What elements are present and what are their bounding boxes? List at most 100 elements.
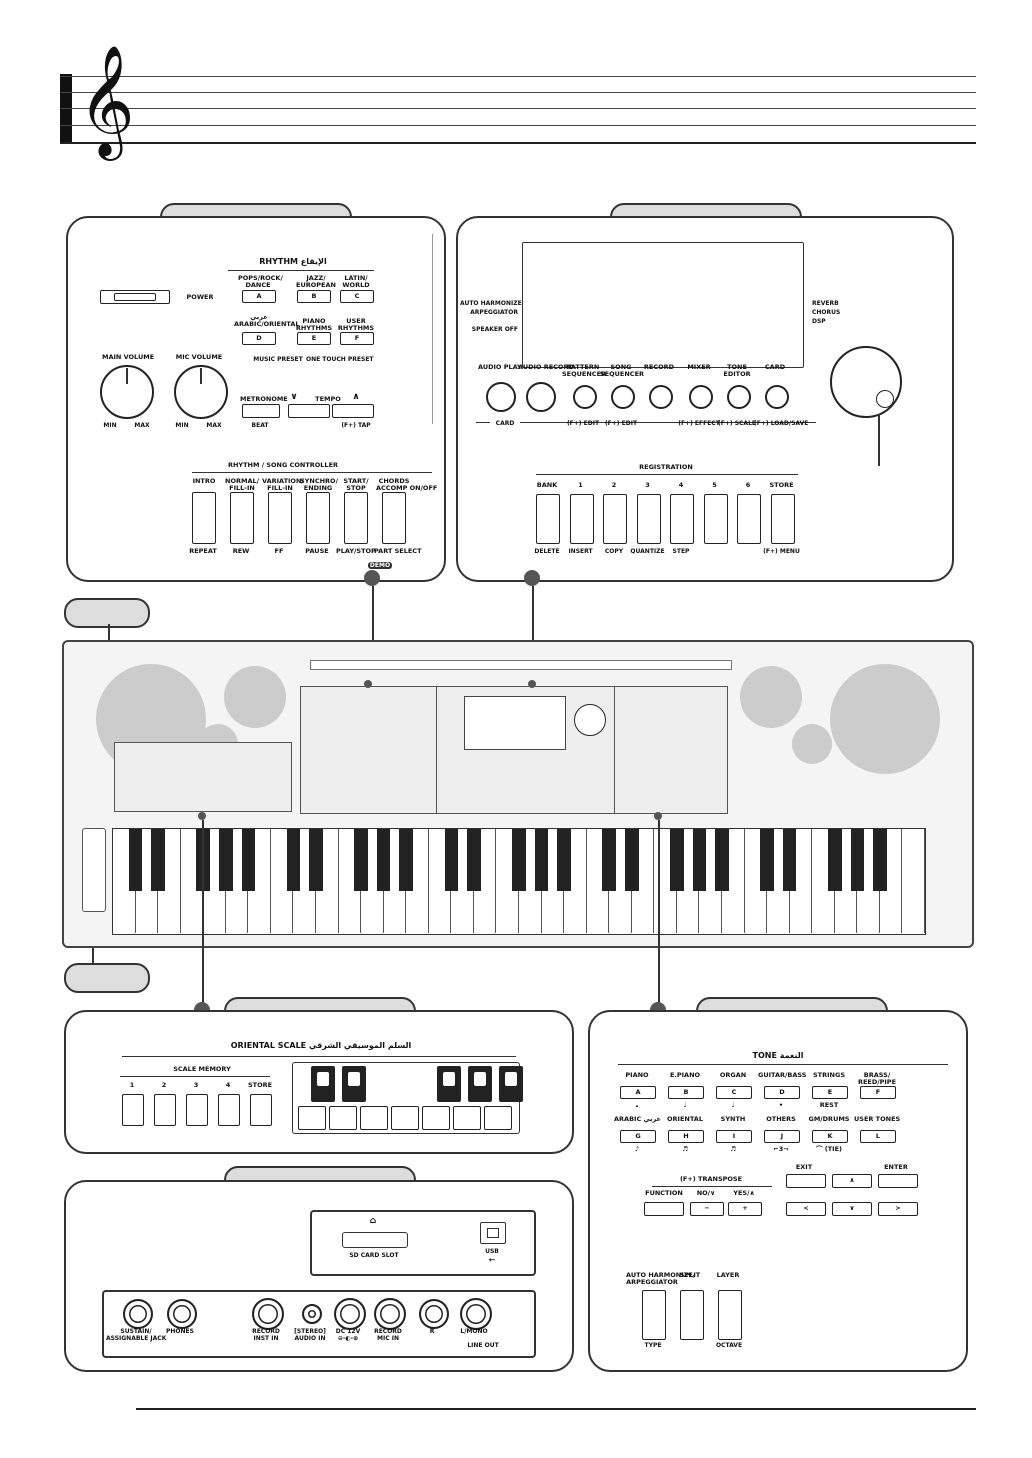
tone-button-g[interactable]: G (620, 1130, 656, 1143)
sequencer-button[interactable] (727, 385, 751, 409)
divider (432, 234, 433, 424)
dial-knob[interactable] (830, 346, 902, 418)
registration-button[interactable] (603, 494, 627, 544)
tone-button-l[interactable]: L (860, 1130, 896, 1143)
controller-button[interactable] (230, 492, 254, 544)
usb-port[interactable] (480, 1222, 506, 1244)
tone-button-d[interactable]: D (764, 1086, 800, 1099)
tempo-down-button[interactable] (288, 404, 330, 418)
controller-button[interactable] (382, 492, 406, 544)
memory-button[interactable] (186, 1094, 208, 1126)
registration-bottom-label: QUANTIZE (630, 548, 665, 555)
tone-button-e[interactable]: E (812, 1086, 848, 1099)
cursor-down-button[interactable]: ∨ (832, 1202, 872, 1216)
no-button[interactable]: − (690, 1202, 724, 1216)
rhythm-button-e[interactable]: E (297, 332, 331, 345)
jack-label: R (429, 1328, 435, 1335)
memory-button[interactable] (122, 1094, 144, 1126)
tone-button-h[interactable]: H (668, 1130, 704, 1143)
sequencer-button[interactable] (526, 382, 556, 412)
oriental-key-button[interactable] (391, 1106, 419, 1130)
tone-button-j[interactable]: J (764, 1130, 800, 1143)
callout-dot (654, 812, 662, 820)
sequencer-sub-label: (F+) EFFECT (678, 420, 720, 427)
jack-socket[interactable] (374, 1298, 406, 1330)
sequencer-button[interactable] (689, 385, 713, 409)
memory-button[interactable] (250, 1094, 272, 1126)
registration-button[interactable] (636, 494, 661, 544)
tone-button-k[interactable]: K (812, 1130, 848, 1143)
sequencer-button[interactable] (765, 385, 789, 409)
sequencer-button[interactable] (649, 385, 673, 409)
oriental-key-button[interactable] (360, 1106, 388, 1130)
enter-button[interactable] (878, 1174, 918, 1188)
divider (122, 1056, 516, 1057)
rhythm-group-label: PIANO RHYTHMS (295, 317, 333, 332)
yes-button[interactable]: + (728, 1202, 762, 1216)
oriental-key-button[interactable] (453, 1106, 481, 1130)
jack-socket[interactable] (334, 1298, 366, 1330)
jack-socket[interactable] (302, 1304, 322, 1324)
tempo-up-icon: ∧ (352, 392, 360, 402)
sequencer-label: PATTERN SEQUENCER (562, 363, 607, 378)
registration-button[interactable] (536, 494, 560, 544)
metronome-button[interactable] (242, 404, 280, 418)
tone-button-c[interactable]: C (716, 1086, 752, 1099)
tone-button-f[interactable]: F (860, 1086, 896, 1099)
tone-bottom-button[interactable] (680, 1290, 704, 1340)
mic-volume-label: MIC VOLUME (175, 353, 223, 361)
oriental-key-button[interactable] (422, 1106, 450, 1130)
tone-button-a[interactable]: A (620, 1086, 656, 1099)
controller-top-label: CHORDS ACCOMP ON/OFF (376, 477, 438, 492)
registration-button[interactable] (770, 494, 795, 544)
rhythm-group-label: LATIN/ WORLD (342, 274, 370, 289)
cursor-right-button[interactable]: > (878, 1202, 918, 1216)
registration-bottom-label: COPY (604, 548, 624, 555)
sequencer-button[interactable] (573, 385, 597, 409)
tone-button-b[interactable]: B (668, 1086, 704, 1099)
staff-bar (60, 74, 72, 144)
cursor-left-button[interactable]: < (786, 1202, 826, 1216)
rhythm-button-d[interactable]: D (242, 332, 276, 345)
jack-socket[interactable] (167, 1299, 197, 1329)
controller-button[interactable] (344, 492, 368, 544)
rhythm-button-c[interactable]: C (340, 290, 374, 303)
rhythm-button-b[interactable]: B (297, 290, 331, 303)
tempo-up-button[interactable] (332, 404, 374, 418)
black-key (760, 829, 774, 891)
jack-socket[interactable] (252, 1298, 284, 1330)
tone-bottom-button[interactable] (642, 1290, 666, 1340)
controller-button[interactable] (306, 492, 330, 544)
memory-button[interactable] (154, 1094, 176, 1126)
registration-top-label: STORE (769, 481, 794, 489)
memory-button[interactable] (218, 1094, 240, 1126)
sd-card-slot[interactable] (342, 1232, 408, 1248)
exit-button[interactable] (786, 1174, 826, 1188)
registration-button[interactable] (737, 494, 761, 544)
controller-button[interactable] (192, 492, 216, 544)
mini-rhythm-panel (300, 686, 438, 814)
registration-button[interactable] (569, 494, 594, 544)
oriental-key-button[interactable] (298, 1106, 326, 1130)
rhythm-button-f[interactable]: F (340, 332, 374, 345)
cursor-up-button[interactable]: ∧ (832, 1174, 872, 1188)
black-key (128, 829, 143, 891)
oriental-key-button[interactable] (329, 1106, 357, 1130)
jack-socket[interactable] (123, 1299, 153, 1329)
sequencer-button[interactable] (611, 385, 635, 409)
jack-label: PHONES (166, 1328, 194, 1335)
rhythm-button-a[interactable]: A (242, 290, 276, 303)
registration-button[interactable] (670, 494, 694, 544)
jack-socket[interactable] (419, 1299, 449, 1329)
jack-socket[interactable] (460, 1298, 492, 1330)
oriental-key-button[interactable] (484, 1106, 512, 1130)
tone-button-i[interactable]: I (716, 1130, 752, 1143)
black-key (873, 829, 887, 891)
registration-button[interactable] (703, 494, 728, 544)
controller-button[interactable] (268, 492, 292, 544)
power-label: POWER (186, 293, 214, 301)
function-button[interactable] (644, 1202, 684, 1216)
enter-label: ENTER (884, 1163, 908, 1171)
tone-bottom-button[interactable] (718, 1290, 742, 1340)
sequencer-button[interactable] (486, 382, 516, 412)
